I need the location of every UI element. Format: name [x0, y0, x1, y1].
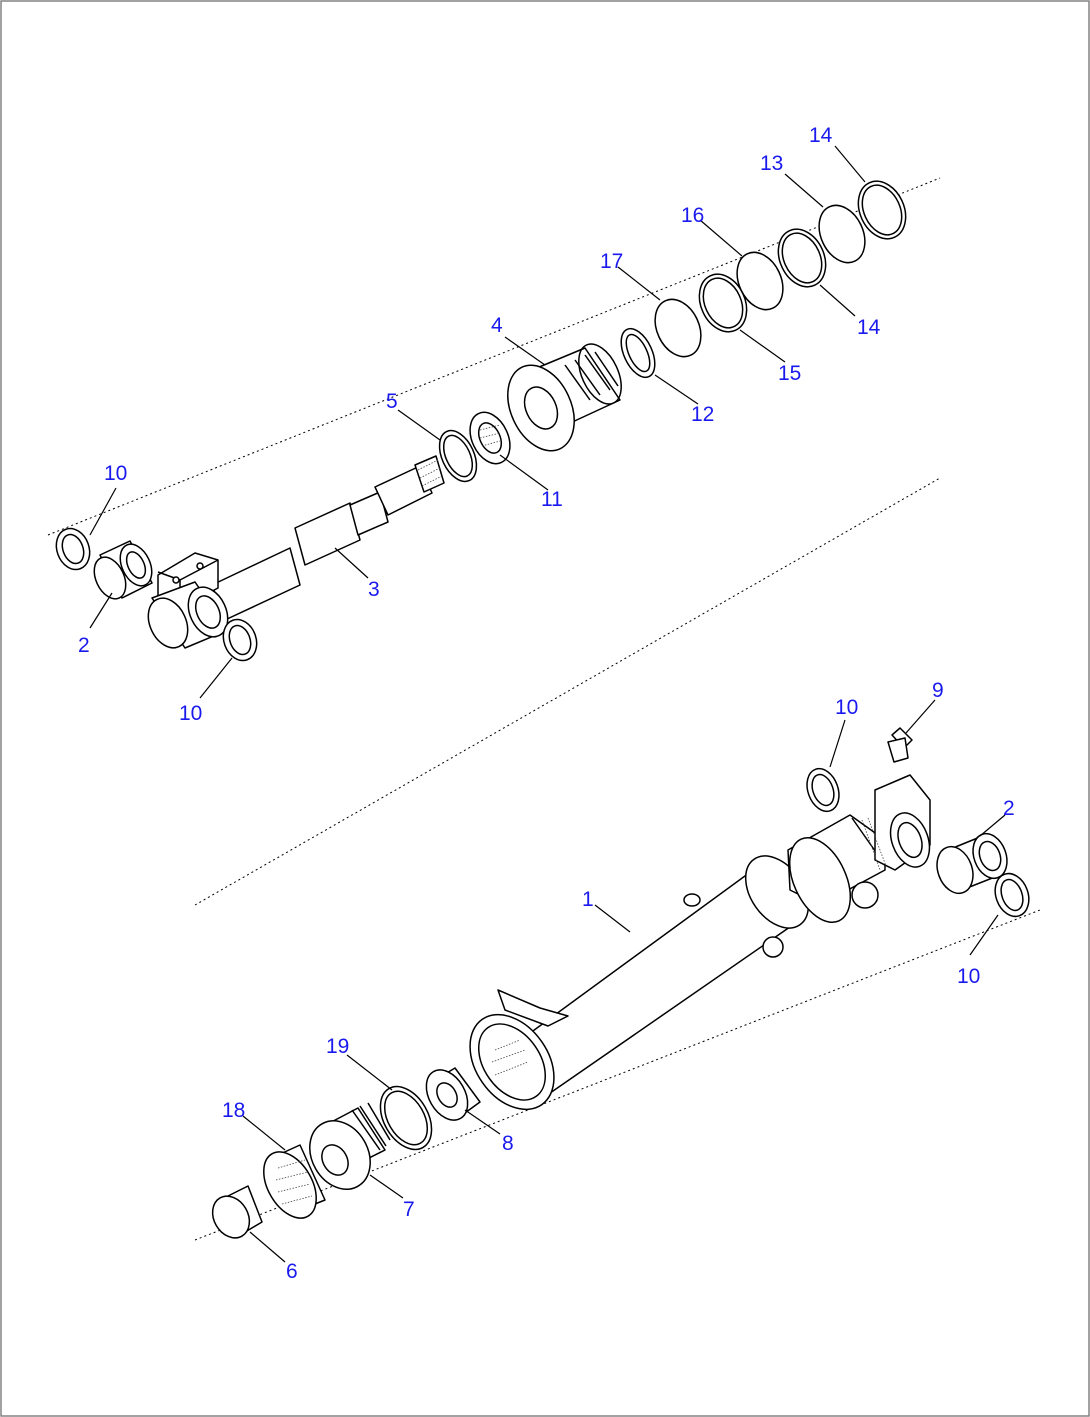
callout-14-upper: 14 [809, 124, 833, 147]
callout-18: 18 [222, 1099, 245, 1122]
piston-rod-3 [147, 455, 445, 649]
callout-4: 4 [491, 314, 503, 337]
ring-12 [620, 327, 656, 379]
callout-13: 13 [760, 152, 783, 175]
callout-10-upper-left: 10 [104, 462, 127, 485]
snap-ring-10-upper-right [806, 767, 840, 813]
callout-10-upper-right: 10 [835, 696, 858, 719]
callout-2-upper: 2 [78, 634, 90, 657]
cylinder-axis-line [194, 909, 1041, 1241]
backup-ring-14-lower [777, 228, 827, 288]
rod-assembly [55, 180, 907, 662]
callout-3: 3 [368, 578, 380, 601]
callout-11: 11 [541, 488, 563, 511]
callout-16: 16 [681, 204, 704, 227]
callout-7: 7 [403, 1198, 415, 1221]
dust-seal-18 [263, 1144, 326, 1219]
backup-ring-14-upper [857, 180, 907, 240]
callout-6: 6 [286, 1260, 298, 1283]
leader-lines [89, 145, 1006, 1263]
snap-ring-5 [438, 429, 478, 483]
ring-15 [698, 273, 748, 333]
callout-10-lower-left: 10 [179, 702, 202, 725]
callout-19: 19 [326, 1035, 349, 1058]
bushing-2-upper [93, 540, 153, 600]
snap-ring-10-lower-left [222, 618, 258, 662]
callout-12: 12 [691, 403, 714, 426]
nut-6 [211, 1185, 263, 1239]
cylinder-tube-1 [469, 774, 931, 1111]
callout-15: 15 [778, 362, 801, 385]
bushing-2-lower [936, 832, 1008, 895]
cylinder-assembly [211, 727, 1030, 1239]
callout-2-lower: 2 [1003, 797, 1015, 820]
nut-11 [469, 411, 511, 465]
cylinder-head-7 [309, 1102, 391, 1190]
callout-17: 17 [600, 250, 623, 273]
callout-1: 1 [582, 888, 594, 911]
grease-fitting-9 [887, 727, 913, 763]
callout-9: 9 [932, 679, 944, 702]
ring-19 [379, 1085, 433, 1151]
snap-ring-10-upper-left [55, 527, 91, 571]
o-ring-17 [654, 298, 702, 358]
piston-4 [507, 343, 622, 452]
callout-5: 5 [386, 390, 398, 413]
callout-labels: 1 2 2 3 4 5 6 7 8 9 10 10 10 10 11 12 13… [78, 124, 1015, 1283]
snap-ring-10-lower-right [994, 872, 1030, 918]
o-ring-16 [736, 251, 784, 311]
callout-14-lower: 14 [857, 316, 881, 339]
bushing-8 [425, 1067, 481, 1121]
callout-8: 8 [502, 1132, 514, 1155]
o-ring-13 [818, 204, 866, 264]
separator-axis-line [194, 477, 941, 906]
callout-10-lower-right: 10 [957, 965, 980, 988]
